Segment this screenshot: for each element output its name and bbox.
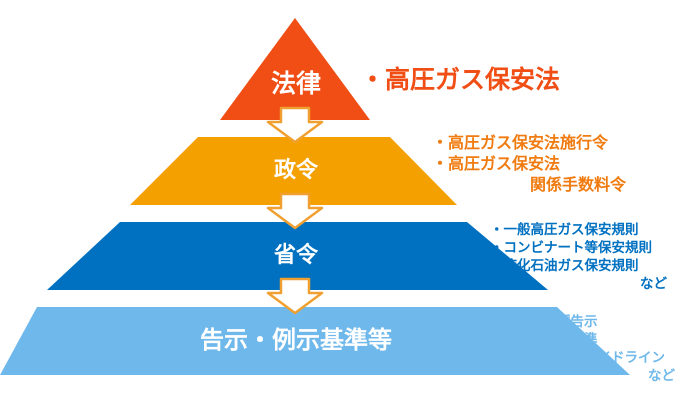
note-ministerial-line: ・コンビナート等保安規則	[490, 240, 652, 256]
down-arrow-2	[266, 192, 324, 230]
tier-label-ministerial-ordinance: 省令	[273, 242, 319, 268]
tier-label-cabinet-order: 政令	[274, 157, 319, 183]
pyramid-tier-ministerial-ordinance	[47, 222, 548, 290]
note-notifications-line: ・例示基準	[530, 332, 598, 348]
note-notifications-line: ・各種告示	[530, 314, 598, 330]
down-arrow-3	[266, 277, 324, 315]
note-notifications-line: など	[648, 368, 675, 384]
note-ministerial-ordinance: ・一般高圧ガス保安規則 ・コンビナート等保安規則 ・液化石油ガス保安規則 など	[490, 221, 667, 293]
note-ministerial-line: など	[640, 276, 667, 292]
note-cabinet-line: 関係手数料令	[530, 175, 627, 194]
tier-label-notifications: 告示・例示基準等	[200, 326, 392, 354]
note-cabinet-line: ・高圧ガス保安法施行令	[432, 133, 609, 152]
note-cabinet-order: ・高圧ガス保安法施行令 ・高圧ガス保安法 関係手数料令	[432, 132, 626, 195]
note-ministerial-line: ・一般高圧ガス保安規則	[490, 222, 639, 238]
note-notifications-line: ・通達・ガイドライン	[530, 350, 665, 366]
tier-label-law: 法律	[271, 69, 321, 98]
note-cabinet-line: ・高圧ガス保安法	[432, 154, 561, 173]
note-ministerial-line: ・液化石油ガス保安規則	[490, 258, 639, 274]
pyramid-tier-cabinet-order	[130, 137, 457, 205]
note-notifications: ・各種告示 ・例示基準 ・通達・ガイドライン など	[530, 313, 675, 385]
pyramid-tier-law	[220, 18, 370, 120]
note-law-line: ・高圧ガス保安法	[360, 65, 561, 94]
down-arrow-1	[266, 106, 324, 144]
pyramid-tier-notifications	[0, 307, 630, 375]
note-law: ・高圧ガス保安法	[360, 60, 560, 96]
